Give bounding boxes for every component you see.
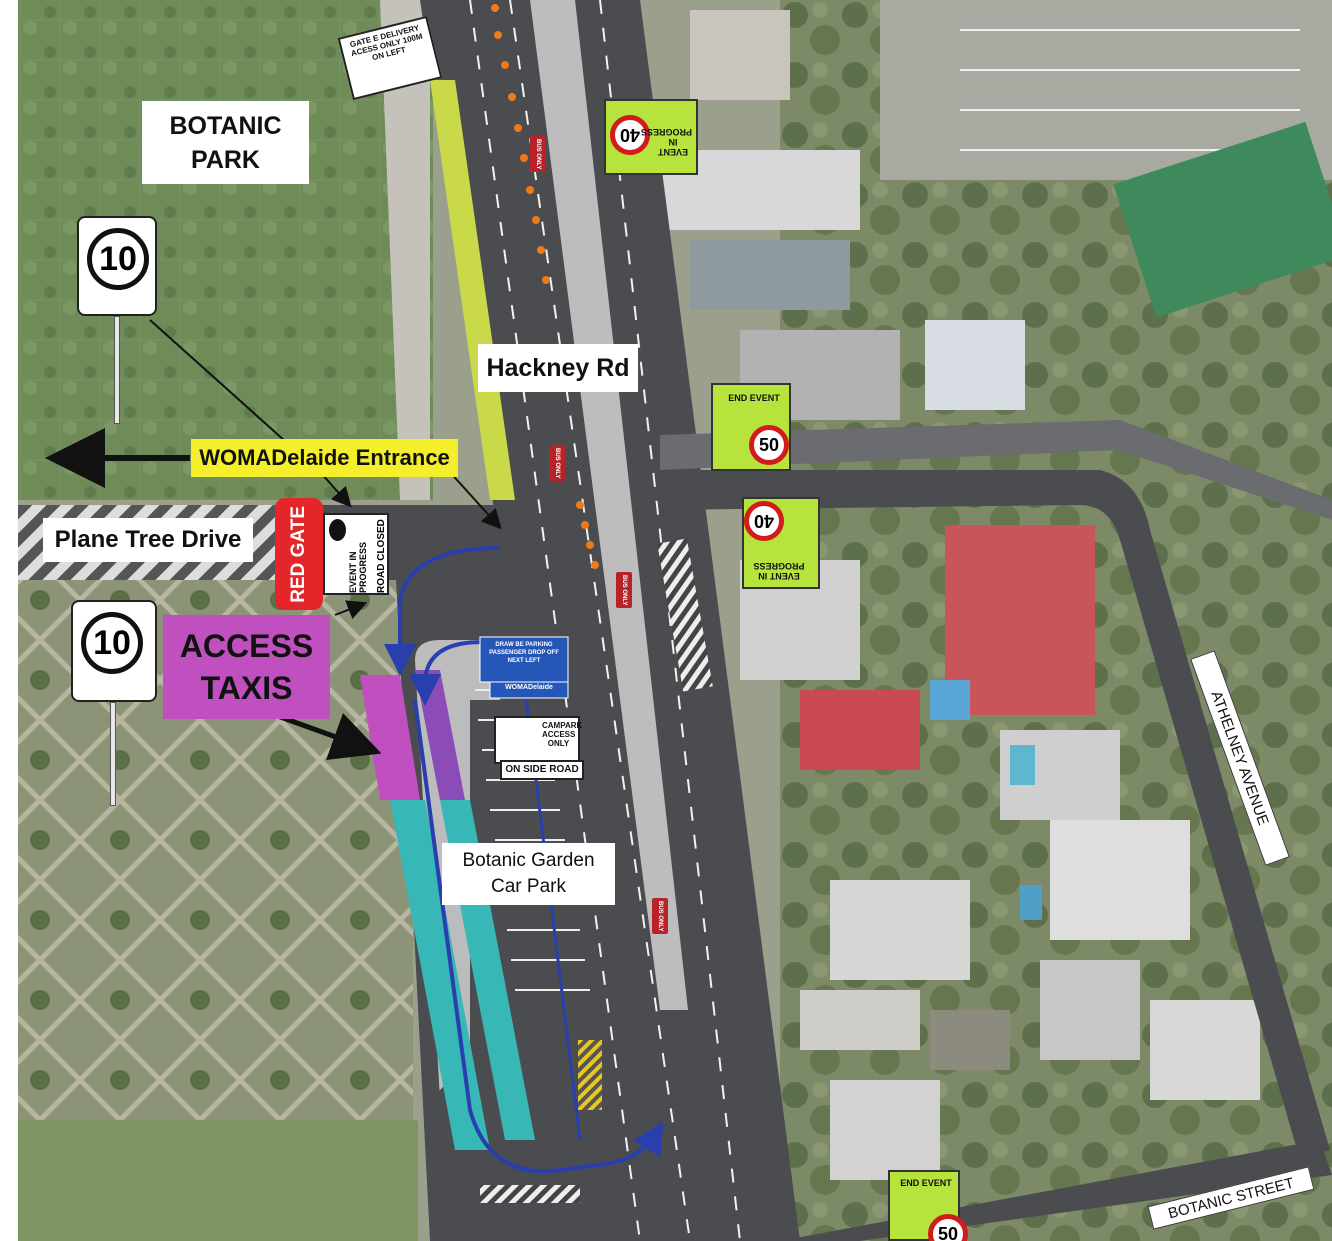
footpath xyxy=(380,0,430,500)
access-taxi-bay xyxy=(360,675,420,800)
botanic-park-label: BOTANIC PARK xyxy=(142,101,309,184)
speed-40-text-mid: EVENT IN PROGRESS xyxy=(753,561,805,581)
no-entry-icon xyxy=(329,519,346,541)
speed-50-value-mid: 50 xyxy=(749,425,789,465)
garden-lawn xyxy=(18,1120,418,1241)
sign-post-bottom xyxy=(110,702,116,806)
speed-50-value-bottom: 50 xyxy=(928,1214,968,1241)
median-strip xyxy=(530,0,688,1010)
sign-post-top xyxy=(114,316,120,424)
sign-leader-arrow xyxy=(447,469,502,530)
plane-tree-drive-label: Plane Tree Drive xyxy=(43,518,253,562)
woma-entrance-label: WOMADelaide Entrance xyxy=(191,439,458,477)
speed-50-text-mid: END EVENT xyxy=(728,393,780,403)
athelney-avenue xyxy=(660,470,1330,1160)
lane-markings xyxy=(469,0,741,1241)
route-arrow-in xyxy=(384,546,501,676)
speed-40-value-mid: 40 xyxy=(744,501,784,541)
pedestrian-crossing-right xyxy=(657,538,713,692)
green-roof-building xyxy=(1113,121,1332,318)
pedestrian-crossing-bottom xyxy=(480,1185,580,1203)
drop-off-sign-text: DRAW BE PARKING PASSENGER DROP OFF NEXT … xyxy=(489,642,559,664)
yellow-hatching xyxy=(578,1040,602,1110)
speed-10-value-top: 10 xyxy=(87,228,149,290)
access-taxis-label: ACCESS TAXIS xyxy=(163,615,330,719)
red-gate-label: RED GATE xyxy=(288,505,309,603)
woma-blue-sign-text: WOMADelaide xyxy=(505,684,553,691)
houses xyxy=(650,10,1260,1180)
traffic-cones xyxy=(491,4,599,569)
red-gate-sign: RED GATE xyxy=(275,498,323,610)
drop-off-sign xyxy=(479,636,569,683)
speed-10-value-bottom: 10 xyxy=(81,612,143,674)
gate-leader-arrow-2 xyxy=(334,600,368,619)
bus-only-marker-3: BUS ONLY xyxy=(616,572,632,608)
speed-50-sign-bottom: 50 END EVENT xyxy=(888,1170,968,1241)
speed-10-sign-bottom: 10 xyxy=(71,600,157,702)
bus-only-marker-4: BUS ONLY xyxy=(652,898,668,934)
campark-access-sign: CAMPARK ACCESS ONLY xyxy=(494,716,582,764)
sign-leader-line xyxy=(149,319,296,451)
speed-50-sign-mid: 50 END EVENT xyxy=(711,383,791,471)
hackney-rd-label: Hackney Rd xyxy=(478,344,638,392)
speed-50-text-bottom: END EVENT xyxy=(900,1178,952,1188)
lime-median xyxy=(430,80,515,500)
road-closed-label: ROAD CLOSED xyxy=(376,519,387,593)
car-park-lines xyxy=(960,29,1300,151)
route-arrow-out xyxy=(413,699,664,1174)
speed-40-sign-mid: 40 EVENT IN PROGRESS xyxy=(742,497,820,589)
event-in-progress-label: EVENT IN PROGRESS xyxy=(348,541,368,593)
speed-40-text-top: EVENT IN PROGRESS xyxy=(640,127,692,157)
bus-only-marker-2: BUS ONLY xyxy=(549,445,565,481)
speed-10-sign-top: 10 xyxy=(77,216,157,316)
road-closed-sign: EVENT IN PROGRESS ROAD CLOSED xyxy=(323,513,389,595)
woma-blue-sign xyxy=(489,681,569,699)
speed-40-sign-top: 40 EVENT IN PROGRESS xyxy=(604,99,698,175)
on-side-road-sign: ON SIDE ROAD xyxy=(500,760,584,780)
car-park-label: Botanic Garden Car Park xyxy=(442,843,615,905)
side-street xyxy=(660,420,1332,520)
bus-only-marker-1: BUS ONLY xyxy=(530,136,546,172)
